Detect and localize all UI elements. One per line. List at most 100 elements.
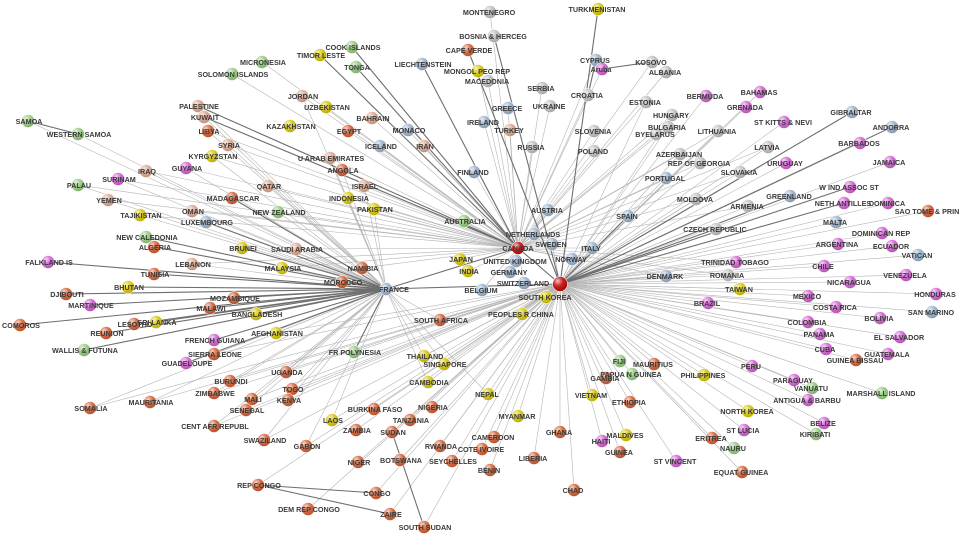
node-greece[interactable] bbox=[501, 101, 515, 115]
node-jamaica[interactable] bbox=[883, 155, 897, 169]
node-nepal[interactable] bbox=[481, 387, 495, 401]
node-zaire[interactable] bbox=[383, 507, 397, 521]
node-israel[interactable] bbox=[357, 179, 371, 193]
node-bermuda[interactable] bbox=[699, 89, 713, 103]
node-togo[interactable] bbox=[285, 382, 299, 396]
node-japan[interactable] bbox=[453, 252, 467, 266]
node-bahamas[interactable] bbox=[753, 85, 767, 99]
node-romania[interactable] bbox=[721, 268, 735, 282]
node-serbia[interactable] bbox=[535, 81, 549, 95]
node-paraguay[interactable] bbox=[787, 373, 801, 387]
node-laos[interactable] bbox=[325, 413, 339, 427]
node-nethantilles[interactable] bbox=[837, 196, 851, 210]
node-slovakia[interactable] bbox=[733, 165, 747, 179]
node-uzbekistan[interactable] bbox=[319, 100, 333, 114]
node-equatguinea[interactable] bbox=[735, 465, 749, 479]
node-czech[interactable] bbox=[709, 222, 723, 236]
node-panama[interactable] bbox=[813, 327, 827, 341]
node-cuba[interactable] bbox=[819, 342, 833, 356]
node-kazakhstan[interactable] bbox=[283, 119, 297, 133]
node-albania[interactable] bbox=[659, 65, 673, 79]
node-maldives[interactable] bbox=[619, 428, 633, 442]
node-iceland[interactable] bbox=[373, 139, 387, 153]
node-mauritania[interactable] bbox=[143, 395, 157, 409]
node-zambia[interactable] bbox=[349, 423, 363, 437]
node-taiwan[interactable] bbox=[733, 282, 747, 296]
node-vanuatu[interactable] bbox=[805, 381, 819, 395]
node-armenia[interactable] bbox=[741, 199, 755, 213]
node-fiji[interactable] bbox=[613, 354, 627, 368]
node-gibraltar[interactable] bbox=[845, 105, 859, 119]
node-turkmenistan[interactable] bbox=[591, 2, 605, 16]
node-yemen[interactable] bbox=[101, 193, 115, 207]
node-cotedivoire[interactable] bbox=[475, 442, 489, 456]
node-reunion[interactable] bbox=[99, 326, 113, 340]
node-sudan[interactable] bbox=[385, 425, 399, 439]
node-southafrica[interactable] bbox=[433, 313, 447, 327]
node-unitedkingdom[interactable] bbox=[509, 254, 523, 268]
node-namibia[interactable] bbox=[355, 261, 369, 275]
node-italy[interactable] bbox=[585, 241, 599, 255]
node-congo[interactable] bbox=[369, 486, 383, 500]
node-georgia[interactable] bbox=[693, 156, 707, 170]
node-tunisia[interactable] bbox=[147, 267, 161, 281]
node-spain[interactable] bbox=[621, 209, 635, 223]
node-brunei[interactable] bbox=[235, 241, 249, 255]
node-kittsnevis[interactable] bbox=[777, 115, 791, 129]
node-turkey[interactable] bbox=[503, 123, 517, 137]
node-philippines[interactable] bbox=[697, 368, 711, 382]
node-mauritius[interactable] bbox=[647, 357, 661, 371]
node-saotome[interactable] bbox=[921, 204, 935, 218]
node-marshall[interactable] bbox=[875, 386, 889, 400]
node-monaco[interactable] bbox=[401, 123, 415, 137]
node-myanmar[interactable] bbox=[511, 409, 525, 423]
node-byelarus[interactable] bbox=[649, 127, 663, 141]
node-oman[interactable] bbox=[185, 204, 199, 218]
node-australia[interactable] bbox=[457, 214, 471, 228]
node-djibouti[interactable] bbox=[59, 287, 73, 301]
node-suriname[interactable] bbox=[111, 172, 125, 186]
node-ecuador[interactable] bbox=[885, 239, 899, 253]
node-comoros[interactable] bbox=[13, 318, 27, 332]
node-bahrain[interactable] bbox=[365, 111, 379, 125]
node-mozambique[interactable] bbox=[227, 291, 241, 305]
node-chad[interactable] bbox=[567, 483, 581, 497]
node-tajikistan[interactable] bbox=[133, 208, 147, 222]
node-bangladesh[interactable] bbox=[249, 307, 263, 321]
node-lithuania[interactable] bbox=[711, 124, 725, 138]
hub-node-canada[interactable] bbox=[511, 241, 525, 255]
node-palau[interactable] bbox=[71, 178, 85, 192]
node-dominicanrep[interactable] bbox=[875, 226, 889, 240]
node-trinidad[interactable] bbox=[729, 255, 743, 269]
hub-node-france[interactable] bbox=[552, 276, 568, 292]
node-belgium[interactable] bbox=[475, 283, 489, 297]
node-ethiopia[interactable] bbox=[623, 395, 637, 409]
node-southsudan[interactable] bbox=[417, 520, 431, 534]
node-liechtenstein[interactable] bbox=[415, 57, 429, 71]
node-wallis[interactable] bbox=[77, 343, 91, 357]
node-mongol[interactable] bbox=[471, 64, 485, 78]
node-solomon[interactable] bbox=[225, 67, 239, 81]
node-frenchguiana[interactable] bbox=[207, 333, 221, 347]
node-poland[interactable] bbox=[587, 144, 601, 158]
node-windassoc[interactable] bbox=[843, 180, 857, 194]
node-uganda[interactable] bbox=[279, 365, 293, 379]
node-guinea[interactable] bbox=[613, 445, 627, 459]
node-latvia[interactable] bbox=[761, 140, 775, 154]
node-denmark[interactable] bbox=[659, 269, 673, 283]
node-kenya[interactable] bbox=[281, 393, 295, 407]
node-barbados[interactable] bbox=[853, 136, 867, 150]
node-repcongo[interactable] bbox=[251, 478, 265, 492]
node-syria[interactable] bbox=[221, 138, 235, 152]
node-centafr[interactable] bbox=[207, 419, 221, 433]
node-swaziland[interactable] bbox=[257, 433, 271, 447]
node-pakistan[interactable] bbox=[367, 202, 381, 216]
node-norway[interactable] bbox=[565, 252, 579, 266]
node-westernsamoa[interactable] bbox=[71, 127, 85, 141]
node-nauru[interactable] bbox=[727, 441, 741, 455]
node-colombia[interactable] bbox=[801, 315, 815, 329]
node-finland[interactable] bbox=[467, 165, 481, 179]
node-capeverde[interactable] bbox=[461, 43, 475, 57]
node-nigeria[interactable] bbox=[425, 400, 439, 414]
node-aruba[interactable] bbox=[595, 62, 609, 76]
